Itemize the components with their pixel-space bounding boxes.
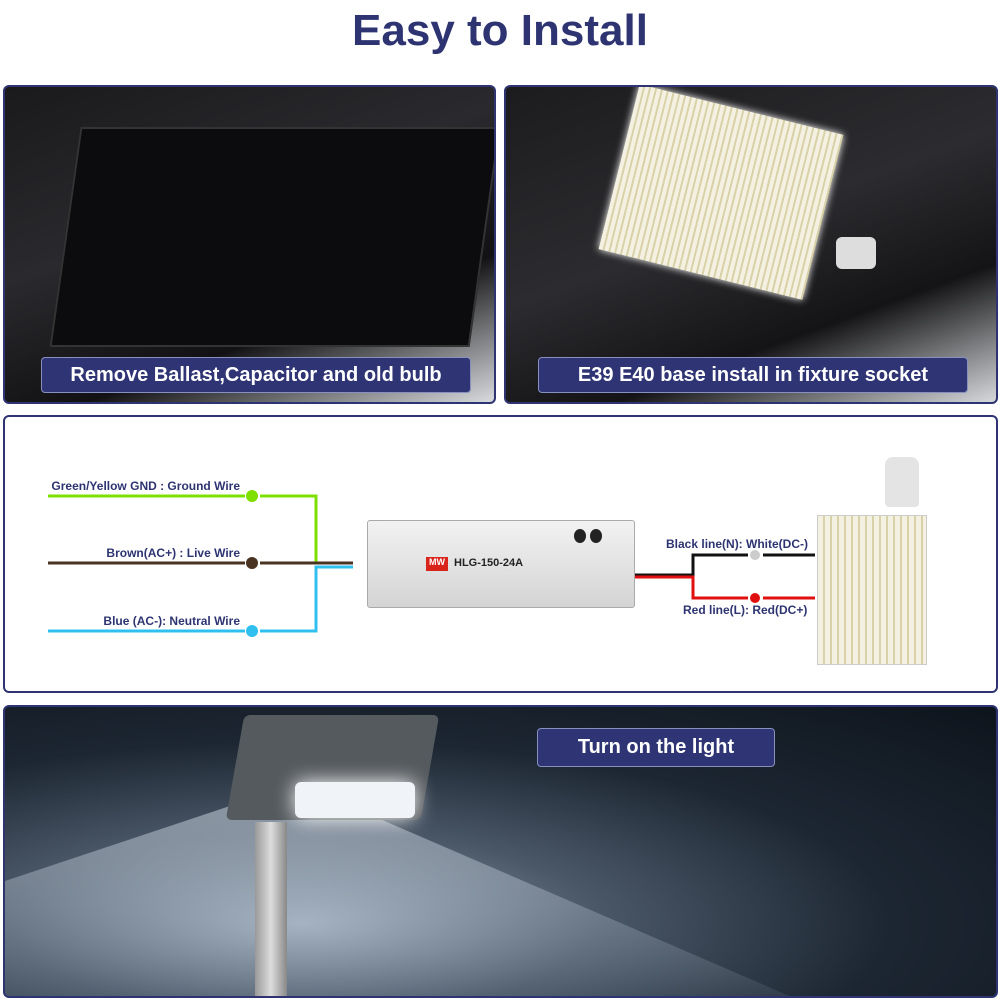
black-output-wire: [628, 553, 815, 577]
e39-socket-image: [836, 237, 876, 269]
street-light-photo: Turn on the light: [3, 705, 998, 998]
corn-lamp-image: [817, 515, 927, 665]
wiring-diagram: Green/Yellow GND : Ground Wire Brown(AC+…: [3, 415, 998, 693]
lamp-pole: [255, 822, 287, 996]
red-output-wire: [628, 575, 815, 600]
dc-minus-label: Black line(N): White(DC-): [666, 537, 808, 551]
neutral-wire-label: Blue (AC-): Neutral Wire: [103, 614, 240, 628]
step-install-base-photo: E39 E40 base install in fixture socket: [504, 85, 998, 404]
lamp-lens-glow: [295, 782, 415, 818]
driver-adjust-knob-icon: [590, 529, 602, 543]
empty-fixture-housing: [49, 127, 494, 347]
ground-wire-label: Green/Yellow GND : Ground Wire: [51, 479, 240, 493]
dc-minus-dot: [750, 550, 760, 560]
wiring-lines: Green/Yellow GND : Ground Wire Brown(AC+…: [48, 479, 815, 637]
step-remove-ballast-photo: Remove Ballast,Capacitor and old bulb: [3, 85, 496, 404]
step-2-label: E39 E40 base install in fixture socket: [538, 357, 968, 393]
dc-plus-label: Red line(L): Red(DC+): [683, 603, 807, 617]
driver-brand-logo: MW: [426, 557, 448, 571]
light-beam: [5, 797, 815, 996]
live-wire-dot: [246, 557, 258, 569]
dc-plus-dot: [750, 593, 760, 603]
step-3-label: Turn on the light: [537, 728, 775, 767]
step-1-label: Remove Ballast,Capacitor and old bulb: [41, 357, 471, 393]
neutral-wire-dot: [246, 625, 258, 637]
led-driver: MW HLG-150-24A: [367, 520, 635, 608]
page-title: Easy to Install: [352, 6, 648, 55]
led-panel-image: [598, 87, 844, 300]
lamp-socket-image: [885, 457, 919, 507]
neutral-wire: [48, 565, 353, 633]
driver-adjust-knob-icon: [574, 529, 586, 543]
driver-model: HLG-150-24A: [454, 557, 524, 569]
live-wire-label: Brown(AC+) : Live Wire: [106, 546, 240, 560]
ground-wire-dot: [246, 490, 258, 502]
